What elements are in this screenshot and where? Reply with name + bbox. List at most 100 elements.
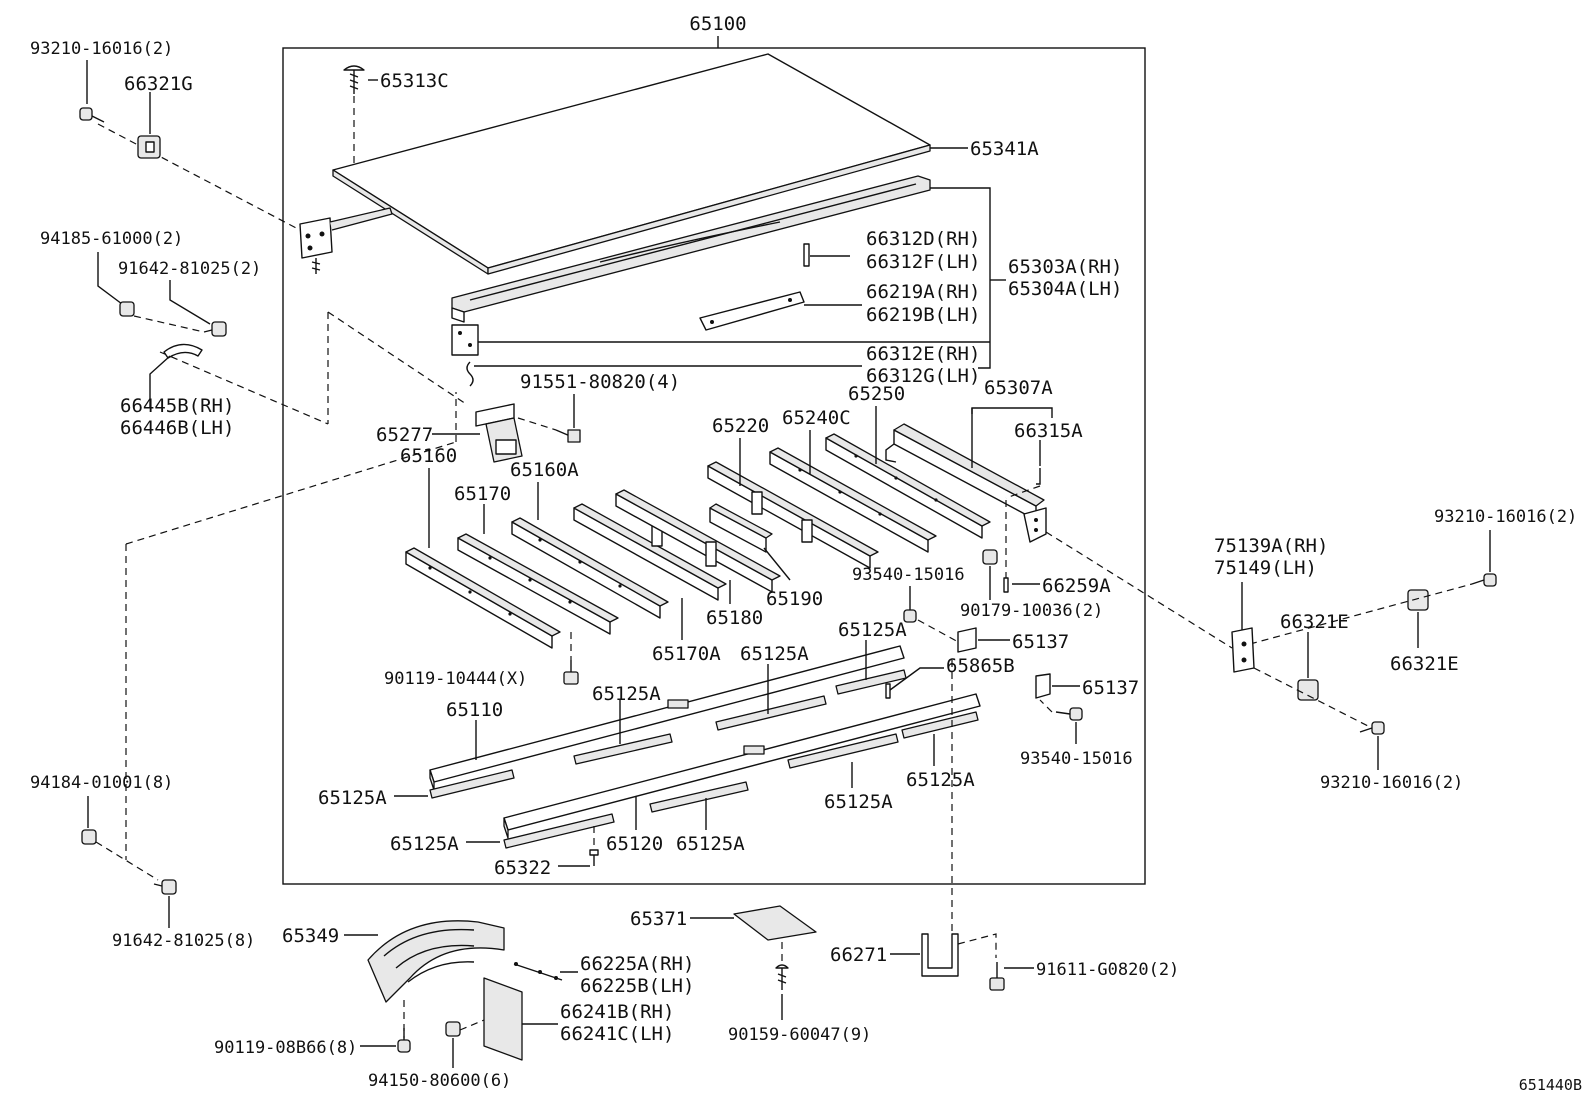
label-66312G: 66312G(LH) [866, 365, 980, 387]
label-66312F: 66312F(LH) [866, 251, 980, 273]
cross-member-65170A[interactable] [573, 503, 727, 601]
bolt-93540-lower[interactable] [1055, 707, 1083, 721]
label-66271: 66271 [830, 944, 887, 966]
pin-66312E[interactable] [466, 361, 474, 387]
nut-94185[interactable] [119, 301, 135, 317]
label-66446B: 66446B(LH) [120, 417, 234, 439]
bracket-66271[interactable] [921, 933, 959, 977]
fender-65349[interactable] [367, 920, 505, 1003]
label-75139A: 75139A(RH) [1214, 535, 1328, 557]
floor-panel-65341A[interactable] [332, 53, 931, 275]
pin-66259A[interactable] [1003, 577, 1009, 593]
bolt-90119-10444[interactable] [563, 660, 579, 685]
strip-65125A-a[interactable] [429, 769, 515, 799]
plate-65371[interactable] [733, 905, 817, 941]
nut-90179[interactable] [982, 549, 998, 565]
label-65240C: 65240C [782, 407, 851, 429]
pin-66312D[interactable] [803, 243, 810, 267]
bracket-66219A[interactable] [699, 291, 805, 331]
screw-90159[interactable] [775, 964, 789, 990]
cross-member-65307A[interactable] [885, 423, 1047, 543]
label-93210-topleft: 93210-16016(2) [30, 39, 173, 59]
cross-member-65250[interactable] [825, 433, 991, 539]
label-65313C: 65313C [380, 70, 449, 92]
label-91642-lower: 91642-81025(8) [112, 931, 255, 951]
label-65125A-8: 65125A [906, 769, 975, 791]
mudflap-66241B[interactable] [483, 977, 523, 1061]
main-assembly-frame: 65100 [282, 13, 1146, 885]
label-65137-lower: 65137 [1082, 677, 1139, 699]
block-66321E-right[interactable] [1407, 589, 1429, 611]
label-93540-lower: 93540-15016 [1020, 749, 1133, 769]
label-66321G: 66321G [124, 73, 193, 95]
label-65307A: 65307A [984, 377, 1053, 399]
label-65125A-1: 65125A [592, 683, 661, 705]
label-66241B: 66241B(RH) [560, 1001, 674, 1023]
hinge-75139A[interactable] [1231, 627, 1255, 673]
cross-member-65180[interactable] [615, 489, 781, 593]
label-65125A-5: 65125A [390, 833, 459, 855]
label-66312E: 66312E(RH) [866, 343, 980, 365]
bolt-93210-bottomright[interactable] [1359, 721, 1385, 735]
label-93210-bottomright: 93210-16016(2) [1320, 773, 1463, 793]
cross-member-65160[interactable] [405, 547, 561, 649]
label-66225A: 66225A(RH) [580, 953, 694, 975]
bolt-93210-topleft[interactable] [79, 107, 105, 123]
label-75149: 75149(LH) [1214, 557, 1317, 579]
bolt-93210-right[interactable] [1471, 573, 1497, 587]
side-rail-65303A[interactable] [451, 175, 931, 323]
strip-65125A-c[interactable] [715, 695, 827, 731]
clip-65137-lower[interactable] [1035, 673, 1051, 699]
label-90119-10444: 90119-10444(X) [384, 669, 527, 689]
strip-65125A-b[interactable] [573, 733, 673, 765]
label-65160A: 65160A [510, 459, 579, 481]
cross-member-65170[interactable] [457, 533, 619, 635]
label-65125A-4: 65125A [318, 787, 387, 809]
nut-94184[interactable] [81, 829, 97, 845]
label-66219B: 66219B(LH) [866, 304, 980, 326]
bolt-91551[interactable] [555, 429, 581, 443]
label-65865B: 65865B [946, 655, 1015, 677]
pin-65865B[interactable] [885, 683, 891, 699]
strip-65125A-h[interactable] [901, 711, 979, 739]
bolt-91642-upper[interactable] [203, 321, 227, 337]
label-65125A-3: 65125A [838, 619, 907, 641]
pin-66315A[interactable] [1036, 468, 1041, 485]
strip-65125A-g[interactable] [787, 733, 899, 769]
bolt-90119-08B66[interactable] [397, 1028, 411, 1053]
bolt-91642-lower[interactable] [153, 879, 177, 895]
screw-65313C[interactable] [343, 65, 365, 94]
label-65303A: 65303A(RH) [1008, 256, 1122, 278]
cross-member-65240C[interactable] [769, 447, 937, 553]
label-65371: 65371 [630, 908, 687, 930]
strip-65125A-e[interactable] [503, 813, 615, 849]
bolt-91611[interactable] [989, 962, 1005, 991]
label-91642-upper: 91642-81025(2) [118, 259, 261, 279]
cross-member-65220[interactable] [707, 461, 879, 569]
cross-member-65160A[interactable] [511, 517, 669, 619]
clip-65137-upper[interactable] [957, 627, 977, 653]
nut-94150[interactable] [445, 1021, 461, 1037]
label-65341A: 65341A [970, 138, 1039, 160]
label-93540-upper: 93540-15016 [852, 565, 965, 585]
clamp-66445B[interactable] [163, 343, 203, 359]
label-90159: 90159-60047(9) [728, 1025, 871, 1045]
sill-65120[interactable] [503, 693, 981, 839]
rail-left-bracket[interactable] [299, 207, 393, 274]
block-66321G[interactable] [137, 135, 161, 159]
strip-65125A-d[interactable] [835, 669, 907, 695]
label-66445B: 66445B(RH) [120, 395, 234, 417]
label-94150: 94150-80600(6) [368, 1071, 511, 1091]
strip-65125A-f[interactable] [649, 781, 749, 813]
screw-65322[interactable] [589, 849, 599, 866]
bracket-65277[interactable] [475, 403, 523, 463]
label-65277: 65277 [376, 424, 433, 446]
bracket-65190[interactable] [709, 503, 773, 553]
label-91611: 91611-G0820(2) [1036, 960, 1179, 980]
block-66321E-left[interactable] [1297, 679, 1319, 701]
label-65180: 65180 [706, 607, 763, 629]
rail-end-plate[interactable] [451, 324, 479, 356]
sill-65110[interactable] [429, 645, 905, 791]
bracket-66225A[interactable] [513, 962, 563, 981]
